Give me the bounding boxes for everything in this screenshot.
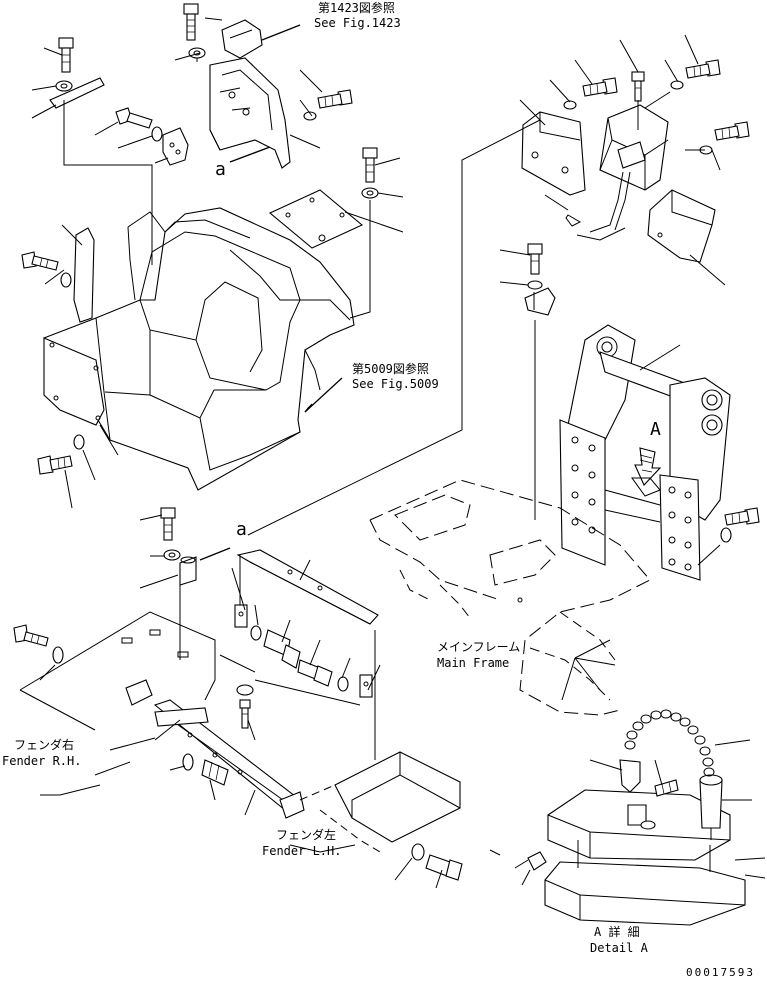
view-a-label: A [650,419,661,440]
main-frame-en: Main Frame [437,656,510,670]
drawing-number: 00017593 [686,966,755,979]
leader-lines-top-left [31,17,404,509]
fender-rh-en: Fender R.H. [2,754,82,768]
fender-lh-jp: フェンダ左 [276,828,337,842]
floor-frame-assembly [43,207,355,491]
bolts-fender [13,507,463,881]
detail-a-jp: A 詳 細 [594,925,640,939]
bolts-top-left [21,3,379,475]
main-frame-jp: メインフレーム [437,640,521,654]
console-bracket [49,19,364,249]
fender-rh-jp: フェンダ右 [14,738,75,752]
bolts-rops [697,507,760,566]
switch-mount-assembly [521,104,716,316]
bolts-top-right [527,59,750,290]
detail-a-en: Detail A [590,941,648,955]
callout-fig5009-jp: 第5009図参照 [352,362,429,376]
ref-a-top: a [215,159,226,180]
chain [624,709,715,777]
callout-fig1423-en: See Fig.1423 [314,16,401,30]
callout-fig1423-jp: 第1423図参照 [318,1,395,15]
main-frame [369,479,651,716]
fender-lh-en: Fender L.H. [262,844,342,858]
leader-lines-top-right [247,34,726,536]
callout-fig5009-en: See Fig.5009 [352,377,439,391]
leader-lines-fender [39,514,501,889]
fender-bracket-assembly [19,547,461,853]
detail-a-assembly [514,709,766,926]
rops-frame [559,324,731,581]
ref-a-mid: a [236,519,247,540]
